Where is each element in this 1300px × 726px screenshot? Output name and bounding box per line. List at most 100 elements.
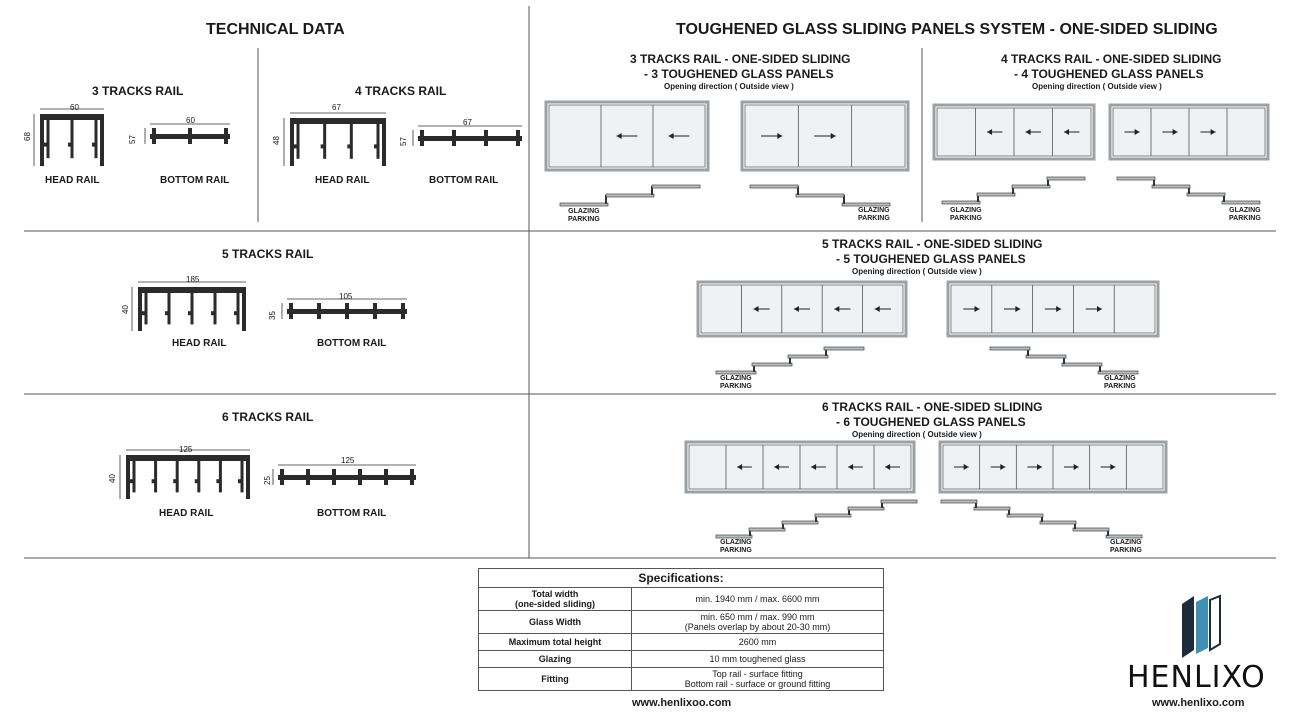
system6-right-plan-segment [1006,513,1044,518]
system4-right-plan-segment [1221,200,1261,205]
system3-opening: Opening direction ( Outside view ) [664,82,794,91]
rail5-head-width: 185 [186,275,200,284]
parking-text: PARKING [720,547,752,554]
rail6-bottom-track-post [306,469,310,485]
spec-key-line: Maximum total height [508,637,602,647]
henlixo-logo-icon [1182,594,1221,658]
system6-left-plan-segment [715,534,753,539]
system6-right-arrow-head [1110,464,1116,470]
spec-value-line: min. 1940 mm / max. 6600 mm [695,594,820,604]
rail6-head-track-lip [194,479,198,484]
rail5-head-track-fin [144,287,148,325]
spec-value-line: Bottom rail - surface or ground fitting [684,679,831,689]
rail5-head-track-lip [211,311,214,316]
rail4-head-top [290,118,386,124]
system6-right-arrow-head [1000,464,1006,470]
rail4-bottom-track-post [516,130,520,146]
rail5-head-track-lip [234,311,237,316]
system4-right-arrow-head [1134,129,1140,135]
system4-right-plan-link [1188,186,1190,194]
system5-right-plan-segment [989,346,1031,351]
system6-right-plan-link [1041,515,1043,522]
rail5-head-track-fin [167,287,171,325]
system6-left-plan-segment [814,513,852,518]
system6-right-plan-link [975,501,977,508]
rail5-head-track-fin [236,287,240,325]
spec-row: Total width(one-sided sliding) min. 1940… [478,587,884,611]
system5-left-arrow-head [874,306,880,312]
rail3-head-track-fin [70,114,74,159]
spec-value-line: Top rail - surface fitting [712,669,803,679]
rail5-bottom-label: BOTTOM RAIL [317,338,387,349]
rail6-head-top [126,455,250,461]
system6-left-plan-link [815,515,817,522]
rail3-head-side-left [40,114,44,166]
rail6-head-track-fin [197,455,201,493]
rail4-head-track-lip [374,144,377,149]
rail6-bottom-track-post [332,469,336,485]
website-link-center[interactable]: www.henlixoo.com [632,697,732,709]
system3-left-plan-link [605,195,607,204]
system6-left-arrow-head [848,464,854,470]
rail3-head-label: HEAD RAIL [45,175,100,186]
website-link-right[interactable]: www.henlixo.com [1152,697,1245,709]
rail6-bottom-base [278,475,416,480]
rail6-head-track-lip [130,479,133,484]
rail4-head-side-right [382,118,386,166]
system4-line2: - 4 TOUGHENED GLASS PANELS [1014,67,1204,81]
spec-value: min. 650 mm / max. 990 mm(Panels overlap… [631,610,884,634]
system5-left-plan-link [789,356,791,364]
system4-left-arrow-head [987,129,993,135]
glazing-text: GLAZING [1110,539,1142,546]
system3-left-arrow-head [668,133,674,139]
rail4-head-track-fin [323,118,327,159]
system6-left-arrow-head [885,464,891,470]
rail6-head-track-lip [216,479,220,484]
system6-left-arrow-head [774,464,780,470]
system5-right-plan-link [1027,348,1029,356]
system3-line2: - 3 TOUGHENED GLASS PANELS [644,67,834,81]
spec-value-line: (Panels overlap by about 20-30 mm) [684,622,831,632]
system4-right-plan-segment [1151,184,1191,189]
glazing-text: GLAZING [1104,375,1136,382]
system4-left-plan-segment [1046,176,1086,181]
spec-key: Total width(one-sided sliding) [478,587,632,611]
spec-value-line: 2600 mm [738,637,777,647]
system6-right-plan-segment [940,499,978,504]
system4-left-arrow-head [1025,129,1031,135]
glazing-text: GLAZING [950,207,982,214]
spec-row: Maximum total height 2600 mm [478,633,884,651]
rail3-head-track-lip [44,142,47,147]
rail4-head-side-left [290,118,294,166]
system5-left-plan-segment [715,370,757,375]
spec-key-line: Glass Width [529,617,581,627]
system5-right-arrow-head [1096,306,1102,312]
rail6-head-track-fin [240,455,244,493]
parking-text: PARKING [1104,383,1136,390]
rail6-head-track-fin [154,455,158,493]
rail4-head-track-lip [347,144,351,149]
system6-right-plan-link [1008,508,1010,515]
system3-left-plan-segment [605,193,655,198]
system4-right-plan-link [1153,178,1155,186]
spec-row: Glazing 10 mm toughened glass [478,650,884,668]
rail6-head-track-fin [218,455,222,493]
system3-right-plan-link [843,195,845,204]
rail3-bottom-width: 60 [186,116,195,125]
spec-key: Maximum total height [478,633,632,651]
rail6-bottom-label: BOTTOM RAIL [317,508,387,519]
parking-text: PARKING [858,215,890,222]
rail4-head-label: HEAD RAIL [315,175,370,186]
spec-value: 2600 mm [631,633,884,651]
system4-left-arrow-head [1064,129,1070,135]
system4-right-plan-segment [1186,192,1226,197]
rail3-title: 3 TRACKS RAIL [92,84,184,98]
spec-value: 10 mm toughened glass [631,650,884,668]
rail5-bottom-track-post [289,303,293,319]
